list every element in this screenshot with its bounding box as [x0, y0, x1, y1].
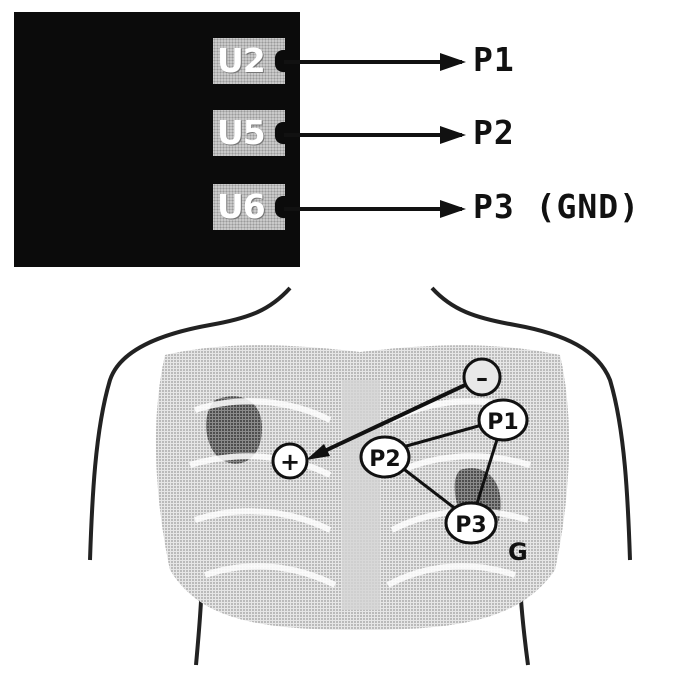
electrode-p2-label: P2 [369, 447, 400, 472]
electrode-negative: – [464, 359, 500, 395]
electrode-p1-label: P1 [487, 410, 518, 435]
electrode-p1: P1 [479, 400, 527, 440]
electrode-p3-label: P3 [455, 513, 486, 538]
electrode-positive-label: + [280, 448, 300, 476]
sternum [342, 380, 380, 610]
electrode-p3: P3 [446, 503, 496, 543]
ground-label: G [508, 538, 528, 566]
electrode-negative-label: – [476, 364, 488, 392]
electrode-p2: P2 [361, 437, 409, 477]
electrode-positive: + [273, 444, 307, 478]
